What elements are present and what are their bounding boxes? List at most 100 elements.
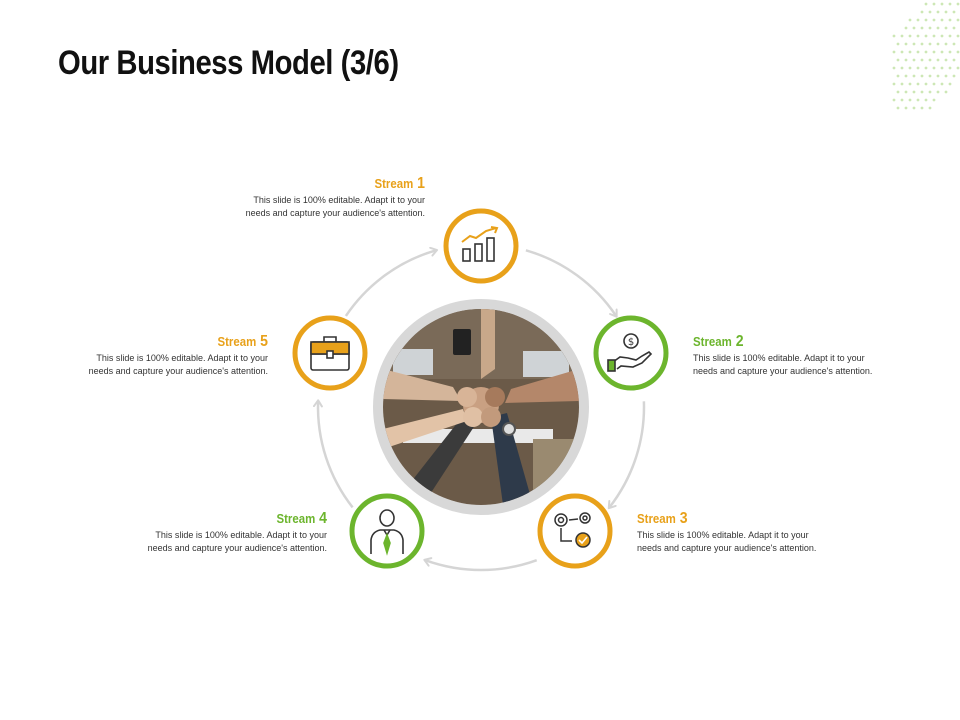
decorative-dot (940, 66, 944, 70)
decorative-dot (920, 106, 924, 110)
decorative-dot (904, 58, 908, 62)
decorative-dot (952, 74, 956, 78)
decorative-dot (916, 82, 920, 86)
stream-2-line2: needs and capture your audience's attent… (693, 365, 873, 376)
stream-5-circle (292, 315, 368, 391)
decorative-dot (904, 42, 908, 46)
stream-5-line2: needs and capture your audience's attent… (88, 365, 268, 376)
decorative-dot (940, 18, 944, 22)
stream-2-line1: This slide is 100% editable. Adapt it to… (693, 353, 865, 363)
stream-1-description: This slide is 100% editable. Adapt it to… (185, 194, 425, 219)
decorative-dot (936, 58, 940, 62)
decorative-dot (920, 10, 924, 14)
decorative-dot (916, 34, 920, 38)
decorative-dot (908, 34, 912, 38)
decorative-dot (932, 2, 936, 6)
stream-2-number: 2 (735, 333, 744, 350)
stream-4-line1: This slide is 100% editable. Adapt it to… (155, 530, 327, 540)
decorative-dot (908, 18, 912, 22)
decorative-dot (904, 90, 908, 94)
stream-5-line1: This slide is 100% editable. Adapt it to… (96, 353, 268, 363)
decorative-dot (900, 50, 904, 54)
decorative-dot (956, 34, 960, 38)
stream-5-text: Stream 5 This slide is 100% editable. Ad… (28, 334, 268, 377)
decorative-dot (952, 26, 956, 30)
decorative-dot (932, 82, 936, 86)
stream-1-circle (443, 208, 519, 284)
stream-1-heading: Stream 1 (214, 176, 425, 192)
decorative-dot (892, 82, 896, 86)
decorative-dot (932, 98, 936, 102)
decorative-dot (956, 18, 960, 22)
decorative-dot (928, 10, 932, 14)
stream-4-text: Stream 4 This slide is 100% editable. Ad… (87, 511, 327, 554)
stream-1-word: Stream (374, 176, 414, 191)
decorative-dot (936, 26, 940, 30)
stream-4-line2: needs and capture your audience's attent… (147, 542, 327, 553)
decorative-dot (912, 74, 916, 78)
decorative-dot (916, 98, 920, 102)
decorative-dot (912, 58, 916, 62)
decorative-dot (924, 34, 928, 38)
decorative-dot (932, 66, 936, 70)
decorative-dot (940, 82, 944, 86)
decorative-dot (948, 18, 952, 22)
decorative-dot (944, 10, 948, 14)
decorative-dot (948, 34, 952, 38)
stream-5-word: Stream (217, 334, 257, 349)
decorative-dot (944, 26, 948, 30)
decorative-dot (920, 74, 924, 78)
decorative-dot (948, 82, 952, 86)
stream-3-description: This slide is 100% editable. Adapt it to… (637, 529, 877, 554)
svg-text:$: $ (628, 337, 634, 348)
decorative-dot (936, 90, 940, 94)
decorative-dot (908, 98, 912, 102)
cycle-arrow-3 (423, 557, 538, 572)
stream-1-line1: This slide is 100% editable. Adapt it to… (253, 195, 425, 205)
team-fist-bump-photo (383, 309, 579, 505)
decorative-dot (924, 66, 928, 70)
stream-3-circle (537, 493, 613, 569)
cycle-arrow-2 (607, 401, 646, 510)
decorative-dot (900, 98, 904, 102)
decorative-dot (892, 34, 896, 38)
decorative-dot (904, 74, 908, 78)
decorative-dot (908, 50, 912, 54)
decorative-dot (912, 106, 916, 110)
decorative-dot (944, 42, 948, 46)
decorative-dot (948, 2, 952, 6)
growth-chart-icon (461, 226, 499, 262)
stream-5-heading: Stream 5 (57, 334, 268, 350)
decorative-dot (952, 42, 956, 46)
decorative-dot (892, 66, 896, 70)
businessman-icon (370, 509, 404, 556)
cycle-arrow-4 (312, 399, 354, 509)
decorative-dot (920, 42, 924, 46)
stream-4-circle (349, 493, 425, 569)
decorative-dot (936, 10, 940, 14)
stream-3-line1: This slide is 100% editable. Adapt it to… (637, 530, 809, 540)
decorative-dot (924, 98, 928, 102)
decorative-dot (956, 66, 960, 70)
decorative-dot (948, 50, 952, 54)
center-ring (373, 299, 589, 515)
stream-3-word: Stream (637, 511, 676, 526)
stream-4-number: 4 (319, 510, 327, 527)
decorative-dot (912, 26, 916, 30)
decorative-dot (956, 2, 960, 6)
stream-1-text: Stream 1 This slide is 100% editable. Ad… (185, 176, 425, 219)
stream-3-number: 3 (679, 510, 688, 527)
decorative-dot (940, 34, 944, 38)
stream-3-text: Stream 3 This slide is 100% editable. Ad… (637, 511, 877, 554)
decorative-dot (896, 90, 900, 94)
stream-5-description: This slide is 100% editable. Adapt it to… (28, 352, 268, 377)
cycle-arrow-5 (344, 246, 439, 317)
decorative-dot (932, 18, 936, 22)
stream-4-word: Stream (276, 511, 316, 526)
decorative-dot (924, 50, 928, 54)
stream-2-description: This slide is 100% editable. Adapt it to… (693, 352, 933, 377)
stream-3-heading: Stream 3 (637, 511, 848, 527)
stream-1-line2: needs and capture your audience's attent… (245, 207, 425, 218)
stream-5-number: 5 (260, 333, 268, 350)
decorative-dot (900, 34, 904, 38)
